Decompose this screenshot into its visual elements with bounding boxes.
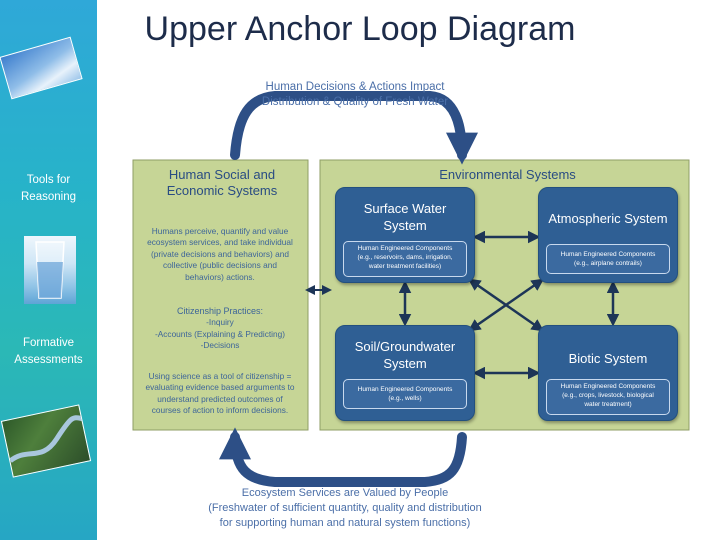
social-panel-title-line: Economic Systems (166, 183, 278, 198)
component-line: Human Engineered Components (560, 383, 656, 390)
component-line: Human Engineered Components (357, 245, 453, 252)
bottom-caption-line: for supporting human and natural system … (219, 517, 471, 529)
social-panel-title-line: Human Social and (168, 167, 276, 182)
system-title-line: Soil/Groundwater (354, 339, 456, 354)
citizenship-practices: Citizenship Practices: -Inquiry -Account… (136, 306, 304, 352)
page-title: Upper Anchor Loop Diagram (144, 10, 576, 48)
social-paragraph-2: Using science as a tool of citizenship =… (136, 371, 304, 417)
social-paragraph-1: Humans perceive, quantify and value ecos… (136, 226, 304, 283)
water-glass-photo (24, 236, 76, 304)
engineered-components-box: Human Engineered Components (e.g., wells… (343, 379, 467, 409)
system-title: Soil/Groundwater System (336, 338, 474, 372)
practice-item: -Decisions (200, 340, 240, 351)
practice-item: -Accounts (Explaining & Predicting) (154, 328, 286, 339)
upper-loop-arrow (230, 91, 478, 165)
sidebar: Tools for Reasoning Formative Assessment… (0, 0, 97, 540)
bottom-caption-line: (Freshwater of sufficient quantity, qual… (208, 502, 482, 514)
engineered-components-box: Human Engineered Components (e.g., crops… (546, 379, 670, 415)
component-line: (e.g., reservoirs, dams, irrigation, (357, 254, 453, 261)
lower-loop-arrow (219, 427, 467, 487)
soil-groundwater-system-box: Soil/Groundwater System Human Engineered… (335, 325, 475, 421)
text-line: Humans perceive, quantify and value (151, 226, 289, 236)
component-line: (e.g., crops, livestock, biological (562, 392, 654, 399)
social-panel-title: Human Social and Economic Systems (160, 167, 284, 199)
text-line: understand predicted outcomes of (157, 393, 283, 404)
river-icon (8, 415, 84, 463)
bottom-caption-line: Ecosystem Services are Valued by People (241, 487, 449, 499)
practice-item: -Inquiry (206, 317, 234, 328)
component-line: water treatment) (584, 401, 632, 408)
engineered-components-box: Human Engineered Components (e.g., airpl… (546, 244, 670, 274)
river-photo (0, 404, 92, 478)
surface-water-system-box: Surface Water System Human Engineered Co… (335, 187, 475, 283)
system-title-line: Surface Water (363, 201, 447, 216)
component-line: water treatment facilities) (368, 263, 442, 270)
top-caption-line: Distribution & Quality of Fresh Water (261, 96, 449, 108)
text-line: ecosystem services, and take individual (147, 237, 293, 248)
glass-icon (35, 241, 65, 299)
system-title-line: System (383, 218, 427, 233)
system-title-line: Atmospheric System (548, 211, 668, 226)
arrow-atmospheric-soil (467, 278, 545, 332)
text-line: courses of action to inform decisions. (151, 405, 289, 416)
system-title-line: Biotic System (568, 351, 648, 366)
system-title: Biotic System (539, 350, 677, 367)
atmospheric-system-box: Atmospheric System Human Engineered Comp… (538, 187, 678, 283)
sidebar-item-tools-for-reasoning[interactable]: Tools for Reasoning (0, 172, 97, 206)
top-caption: Human Decisions & Actions Impact Distrib… (230, 80, 480, 110)
component-line: (e.g., airplane contrails) (574, 260, 642, 267)
text-line: evaluating evidence based arguments to (145, 382, 295, 393)
sidebar-item-formative-assessments[interactable]: Formative Assessments (0, 335, 97, 369)
component-line: (e.g., wells) (388, 395, 422, 402)
text-line: Using science as a tool of citizenship = (148, 371, 292, 381)
engineered-components-box: Human Engineered Components (e.g., reser… (343, 241, 467, 277)
system-title-line: System (383, 356, 427, 371)
text-line: collective (public decisions and (163, 260, 277, 271)
text-line: (private decisions and behaviors) and (151, 248, 289, 259)
sidebar-item-label: Formative Assessments (14, 337, 83, 366)
bottom-caption: Ecosystem Services are Valued by People … (175, 486, 515, 531)
sidebar-item-label: Tools for Reasoning (21, 174, 76, 203)
environmental-panel-title: Environmental Systems (439, 167, 576, 182)
component-line: Human Engineered Components (357, 386, 453, 393)
component-line: Human Engineered Components (560, 251, 656, 258)
top-caption-line: Human Decisions & Actions Impact (265, 81, 445, 93)
text-line: behaviors) actions. (185, 271, 255, 282)
system-title: Surface Water System (336, 200, 474, 234)
system-title: Atmospheric System (539, 210, 677, 227)
social-panel (132, 159, 309, 431)
biotic-system-box: Biotic System Human Engineered Component… (538, 325, 678, 421)
practices-title: Citizenship Practices: (176, 306, 264, 316)
